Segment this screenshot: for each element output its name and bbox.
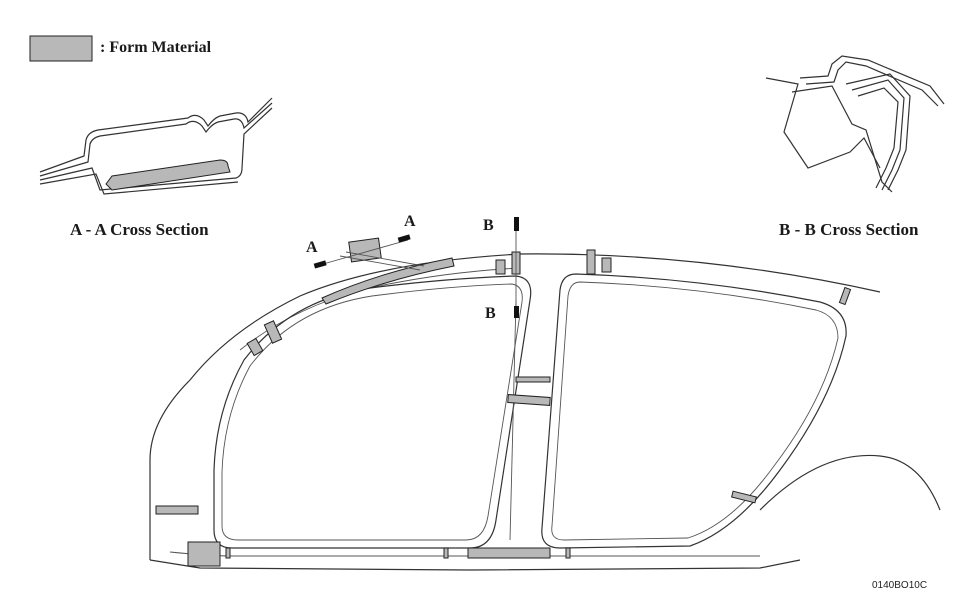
section-markers: A A B B <box>306 213 519 322</box>
vehicle-body <box>149 253 941 571</box>
foam-roof-rail <box>321 257 455 305</box>
foam-pieces <box>155 237 852 567</box>
foam-front-sill-block <box>187 541 221 567</box>
foam-b-pillar-top-left <box>495 259 506 275</box>
foam-c-pillar-top-2 <box>601 257 612 273</box>
legend-label: : Form Material <box>100 39 212 56</box>
bb-section-title: B - B Cross Section <box>779 220 919 239</box>
foam-front-sill-upper <box>155 505 199 515</box>
marker-a-lower: A <box>306 239 318 256</box>
marker-b-lower: B <box>485 305 496 322</box>
foam-center-sill <box>467 547 551 559</box>
bb-cross-section-drawing: B - B Cross Section <box>765 55 945 239</box>
figure-code: 0140BO10C <box>872 580 927 591</box>
marker-a-upper: A <box>404 213 416 230</box>
foam-rear-pillar <box>838 286 852 306</box>
foam-b-pillar-mid-2 <box>507 394 551 406</box>
foam-sill-small-2 <box>443 547 449 559</box>
foam-front-pillar-1 <box>263 320 283 344</box>
aa-cross-section-drawing: A - A Cross Section <box>39 97 273 239</box>
marker-b-upper: B <box>483 217 494 234</box>
aa-section-title: A - A Cross Section <box>70 220 209 239</box>
foam-b-pillar-mid-1 <box>515 376 551 383</box>
foam-c-pillar-top-1 <box>586 249 596 275</box>
foam-front-pillar-2 <box>246 337 264 357</box>
foam-sill-small-1 <box>225 547 231 559</box>
legend-swatch <box>29 35 93 62</box>
foam-rear-quarter <box>731 490 757 504</box>
foam-sill-small-3 <box>565 547 571 559</box>
legend: : Form Material <box>29 35 212 62</box>
